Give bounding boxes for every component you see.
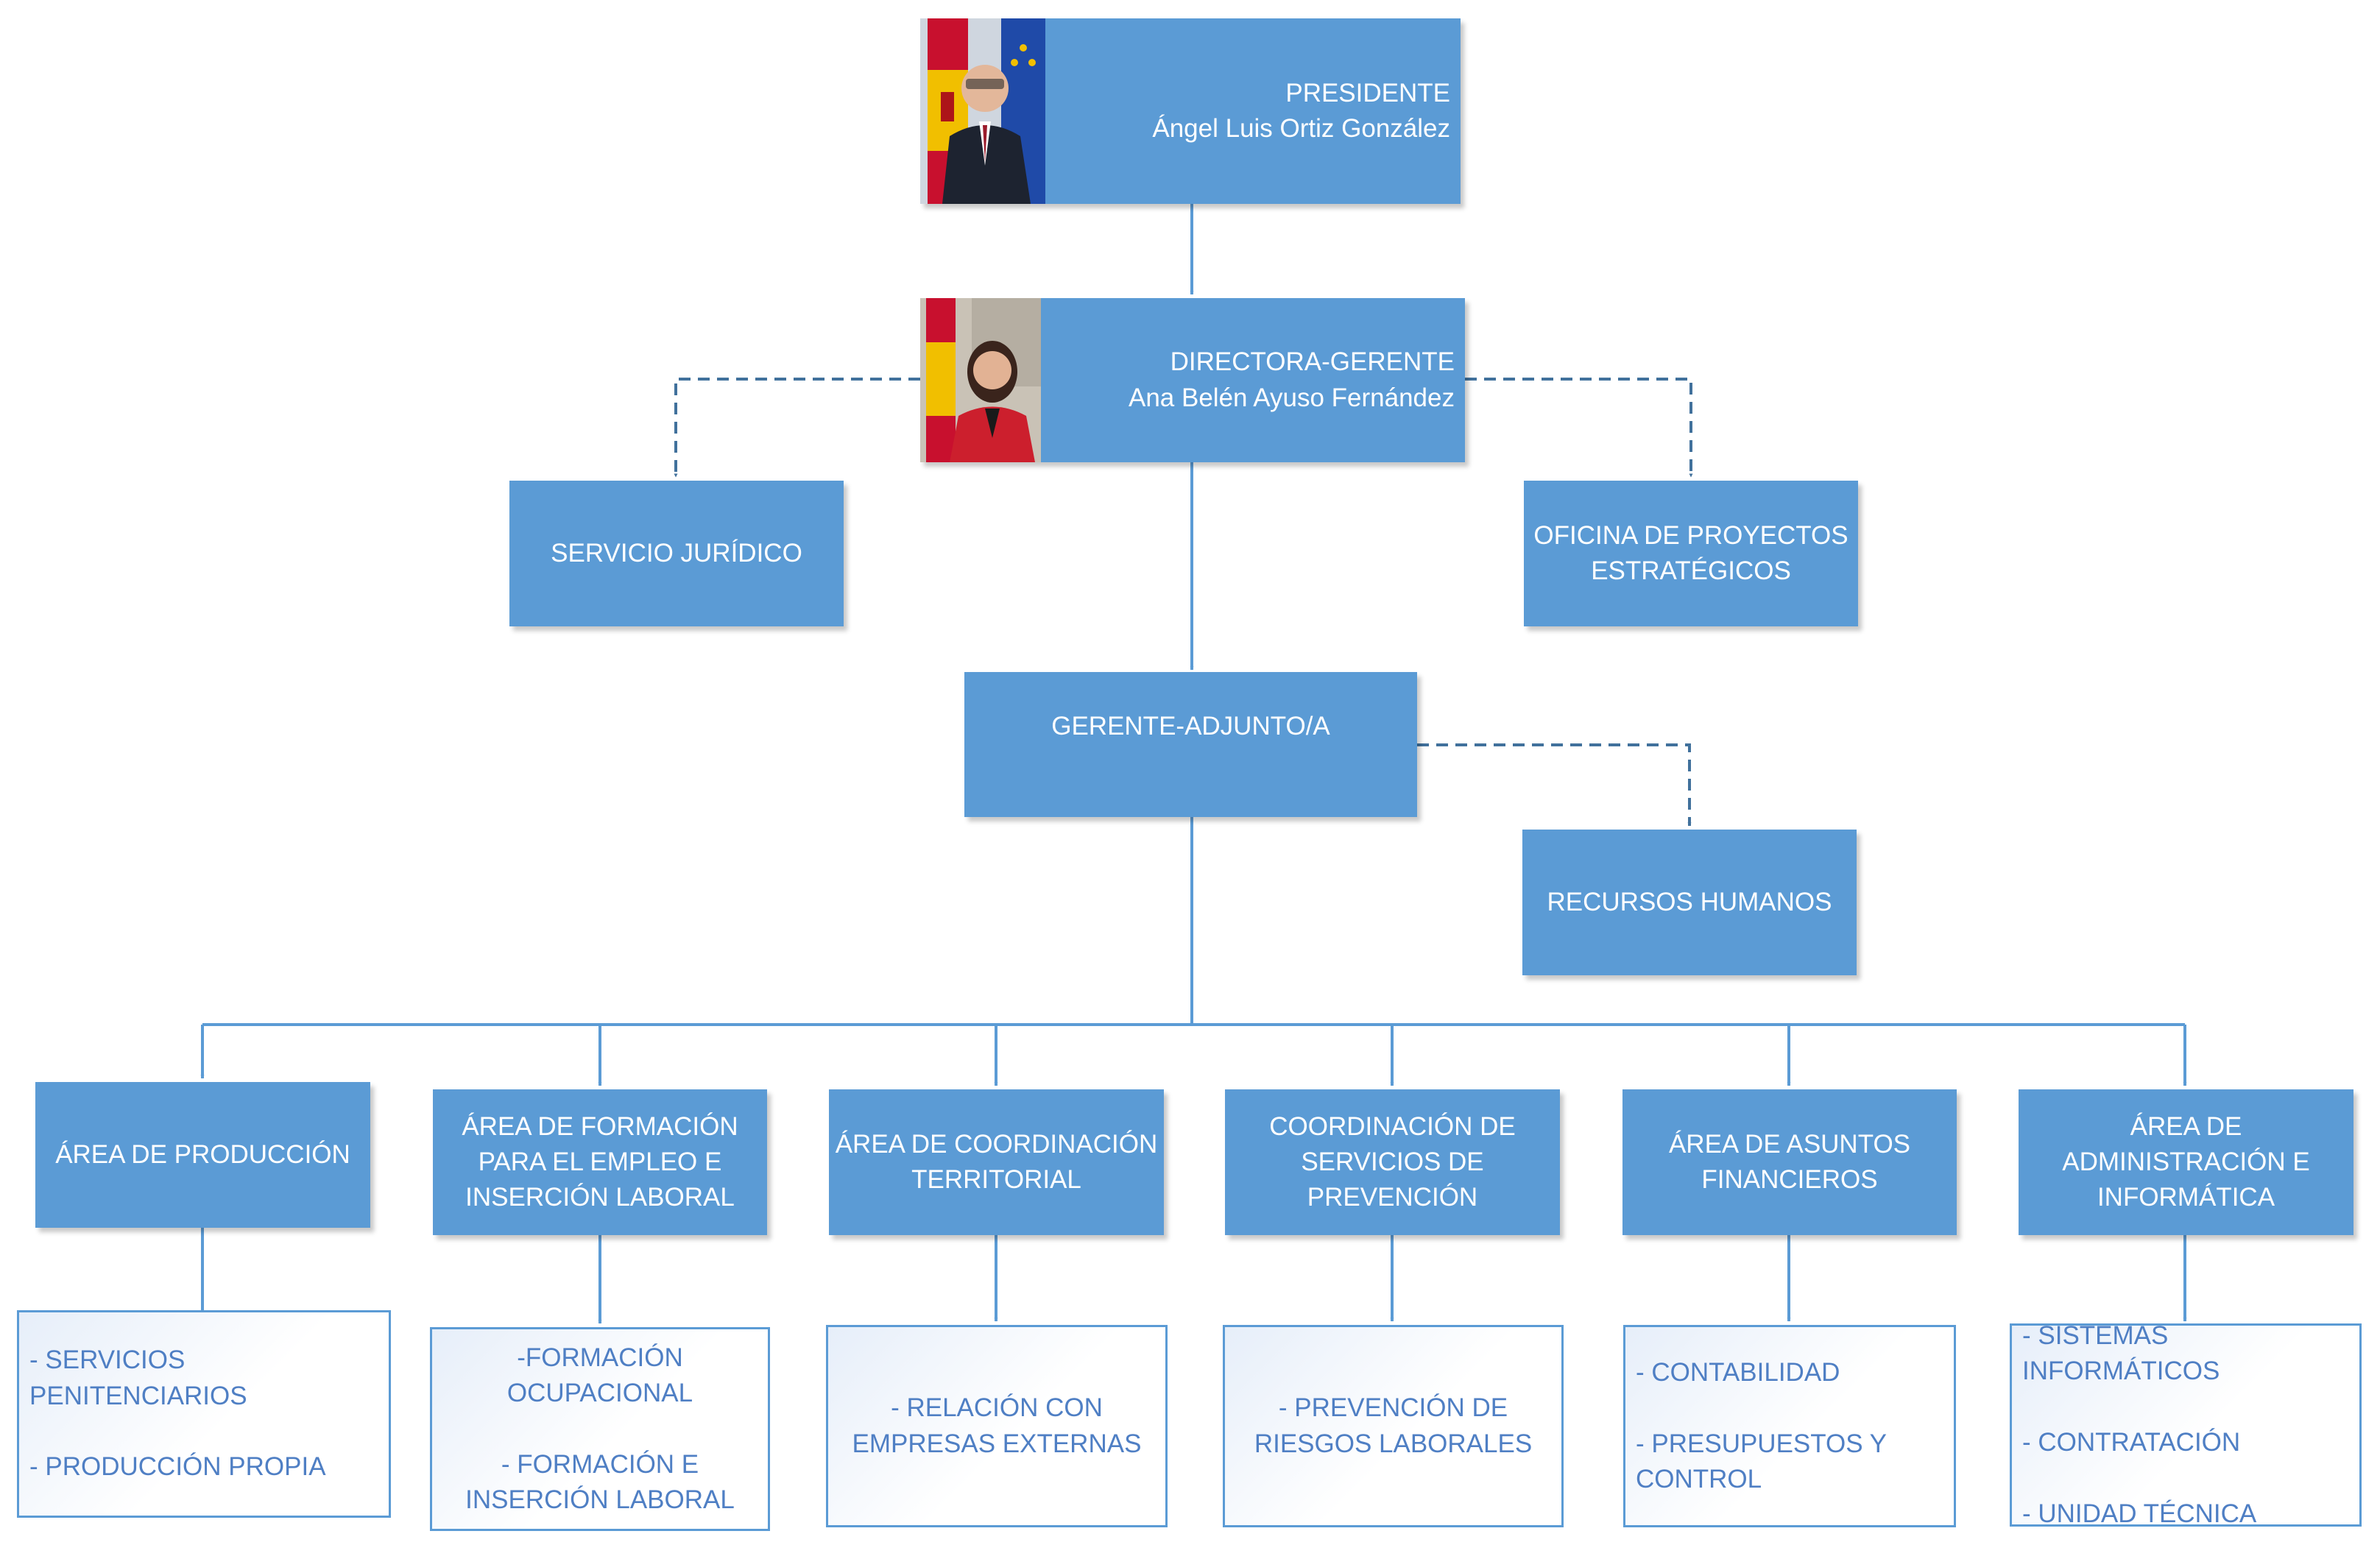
dashed-line-recursos-humanos bbox=[1417, 743, 1692, 827]
area-coordinacion-territorial-box: ÁREA DE COORDINACIÓN TERRITORIAL bbox=[829, 1089, 1164, 1235]
administracion-details-box: - SISTEMAS INFORMÁTICOS - CONTRATACIÓN -… bbox=[2010, 1321, 2362, 1528]
dashed-line-oficina-proyectos bbox=[1465, 378, 1693, 478]
area-formacion-box: ÁREA DE FORMACIÓN PARA EL EMPLEO E INSER… bbox=[433, 1089, 767, 1235]
directora-gerente-role: DIRECTORA-GERENTE bbox=[1170, 347, 1455, 377]
presidente-name: Ángel Luis Ortiz González bbox=[1152, 114, 1450, 143]
presidente-text: PRESIDENTE Ángel Luis Ortiz González bbox=[1152, 18, 1450, 204]
financieros-details-box: - CONTABILIDAD - PRESUPUESTOS Y CONTROL bbox=[1623, 1325, 1956, 1527]
directora-gerente-name: Ana Belén Ayuso Fernández bbox=[1128, 383, 1455, 412]
presidente-photo bbox=[920, 18, 1045, 204]
formacion-details-box: -FORMACIÓN OCUPACIONAL - FORMACIÓN E INS… bbox=[430, 1327, 770, 1531]
directora-gerente-photo bbox=[920, 298, 1041, 462]
coordinacion-details-box: - RELACIÓN CON EMPRESAS EXTERNAS bbox=[826, 1325, 1168, 1527]
dashed-line-servicio-juridico bbox=[674, 378, 920, 478]
area-asuntos-financieros-box: ÁREA DE ASUNTOS FINANCIEROS bbox=[1622, 1089, 1957, 1235]
oficina-proyectos-box: OFICINA DE PROYECTOS ESTRATÉGICOS bbox=[1524, 481, 1858, 626]
presidente-role: PRESIDENTE bbox=[1285, 78, 1450, 107]
area-produccion-box: ÁREA DE PRODUCCIÓN bbox=[35, 1082, 370, 1228]
spain-flag-icon bbox=[926, 298, 956, 462]
servicio-juridico-box: SERVICIO JURÍDICO bbox=[509, 481, 844, 626]
line-gerente-bus bbox=[202, 817, 2185, 1026]
recursos-humanos-box: RECURSOS HUMANOS bbox=[1522, 830, 1857, 975]
presidente-box: PRESIDENTE Ángel Luis Ortiz González bbox=[920, 18, 1461, 204]
directora-gerente-text: DIRECTORA-GERENTE Ana Belén Ayuso Fernán… bbox=[1129, 298, 1455, 462]
gerente-adjunto-box: GERENTE-ADJUNTO/A bbox=[964, 672, 1417, 817]
coordinacion-prevencion-box: COORDINACIÓN DE SERVICIOS DE PREVENCIÓN bbox=[1225, 1089, 1560, 1235]
prevencion-details-box: - PREVENCIÓN DE RIESGOS LABORALES bbox=[1223, 1325, 1564, 1527]
produccion-details-box: - SERVICIOS PENITENCIARIOS - PRODUCCIÓN … bbox=[17, 1310, 391, 1518]
area-administracion-box: ÁREA DE ADMINISTRACIÓN E INFORMÁTICA bbox=[2019, 1089, 2353, 1235]
directora-gerente-box: DIRECTORA-GERENTE Ana Belén Ayuso Fernán… bbox=[920, 298, 1465, 462]
